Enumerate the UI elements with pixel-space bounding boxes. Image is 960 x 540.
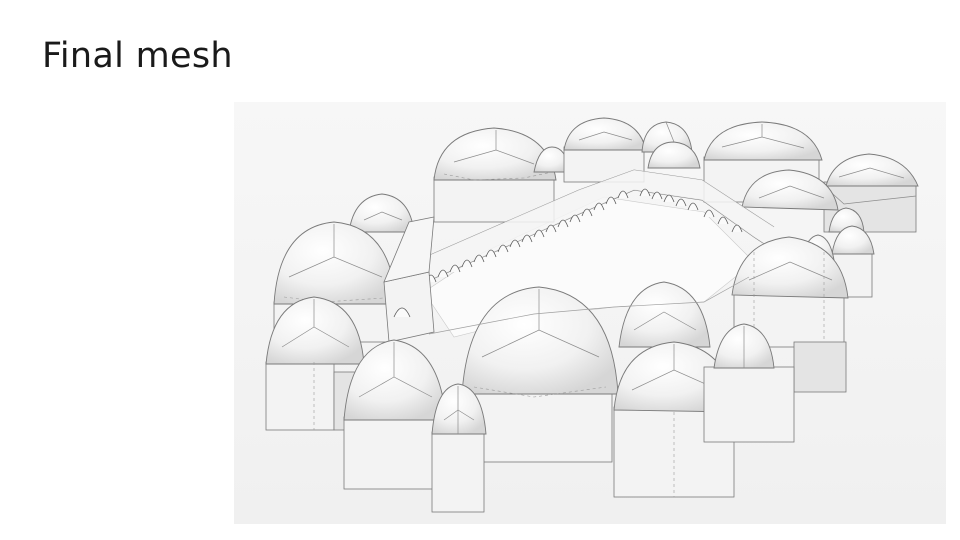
dome-back-left	[433, 127, 557, 223]
dome-middle-right	[618, 281, 711, 348]
courtyard-edge	[428, 276, 750, 335]
dome-front-tall	[431, 383, 487, 513]
dome-far-right	[823, 153, 919, 233]
block-left-connector	[383, 216, 435, 343]
dome-right-middle	[741, 169, 839, 211]
slide-title: Final mesh	[42, 36, 233, 76]
dome-front-second	[343, 339, 447, 490]
dome-back-tall	[641, 121, 701, 169]
dome-left-small	[348, 193, 415, 233]
final-mesh-render	[234, 102, 946, 524]
dome-right-tiny-1	[828, 207, 865, 233]
dome-front-central	[461, 286, 619, 463]
dome-front-left	[265, 296, 365, 431]
arcade-arches-back	[425, 188, 743, 283]
dome-front-right-small	[703, 323, 795, 443]
